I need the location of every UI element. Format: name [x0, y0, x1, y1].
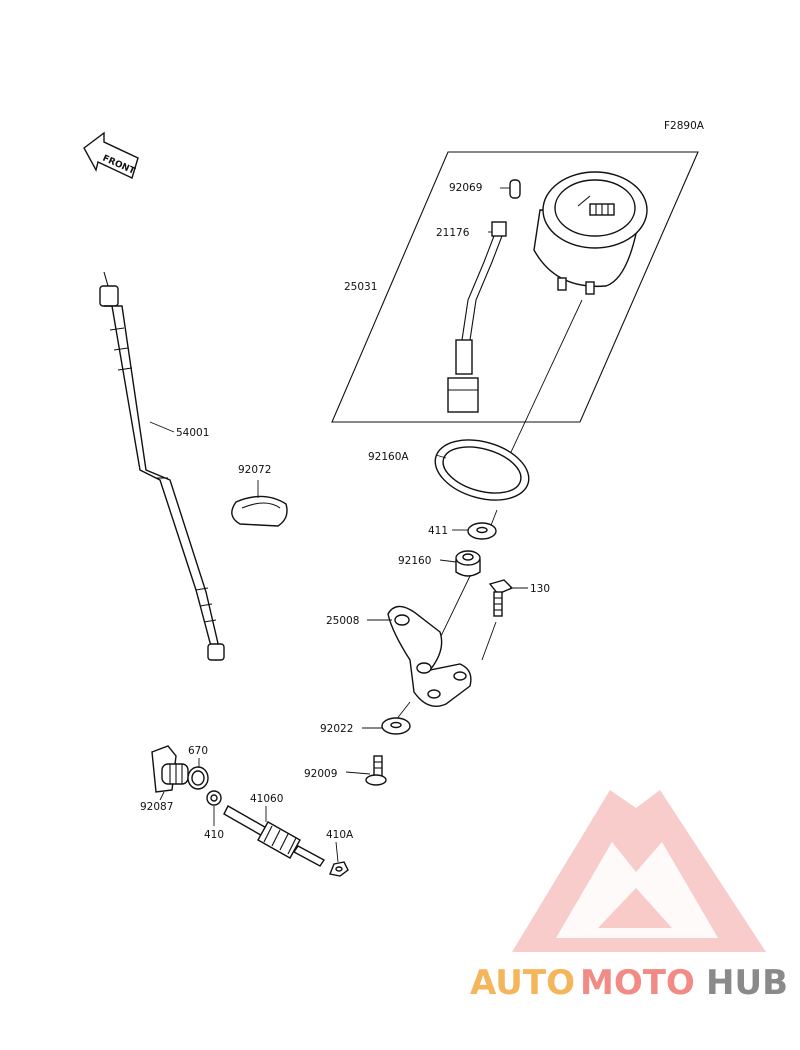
part-number: 92087 — [140, 801, 173, 813]
grommet-92160 — [455, 550, 481, 577]
part-number: 92160 — [398, 555, 431, 567]
part-number: 92160A — [368, 451, 409, 463]
part-number: 92072 — [238, 464, 271, 476]
part-number: 410 — [204, 829, 224, 841]
o-ring-670 — [187, 766, 209, 790]
washer-411 — [467, 522, 497, 540]
part-number: 92022 — [320, 723, 353, 735]
speedometer-meter — [533, 171, 648, 295]
part-number: 54001 — [176, 427, 209, 439]
drive-gear-41060 — [223, 805, 326, 867]
part-number: 41060 — [250, 793, 283, 805]
part-number: 92069 — [449, 182, 482, 194]
watermark-moto: MOTO — [580, 963, 695, 1003]
washer-410 — [206, 790, 222, 806]
part-number: 410A — [326, 829, 354, 841]
automotohub-logo-icon — [512, 790, 766, 952]
front-arrow-icon: FRONT — [83, 131, 139, 179]
automotohub-wordmark: AUTO MOTO HUB — [470, 963, 788, 1003]
part-number: 25031 — [344, 281, 377, 293]
nut-410A — [329, 861, 349, 877]
watermark-auto: AUTO — [470, 963, 575, 1003]
speedometer-cable-54001 — [99, 271, 225, 661]
washer-92022 — [381, 717, 411, 735]
part-number: 92009 — [304, 768, 337, 780]
part-number: 670 — [188, 745, 208, 757]
bracket-25008 — [387, 605, 472, 707]
leader-lines — [149, 231, 528, 863]
part-number: 411 — [428, 525, 448, 537]
ring-92160A — [434, 439, 530, 501]
watermark-hub: HUB — [706, 963, 788, 1003]
bolt-130 — [488, 579, 514, 617]
bulb-92069 — [500, 179, 521, 199]
part-number: 130 — [530, 583, 550, 595]
gear-housing-92087 — [151, 745, 189, 793]
clamp-92072 — [231, 480, 288, 527]
assembly-25031-outline — [331, 151, 699, 423]
part-number: 25008 — [326, 615, 359, 627]
screw-92009 — [365, 755, 387, 786]
socket-21176 — [447, 221, 507, 413]
part-number: 21176 — [436, 227, 470, 239]
figure-code: F2890A — [664, 120, 705, 132]
